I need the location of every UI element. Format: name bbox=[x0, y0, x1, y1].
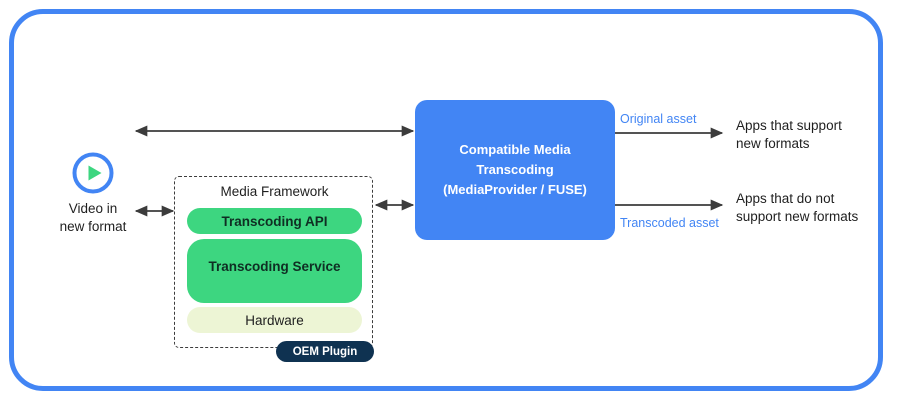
transcoding-api-label: Transcoding API bbox=[221, 213, 328, 229]
hardware-block[interactable]: Hardware bbox=[187, 307, 362, 333]
transcoding-service-label: Transcoding Service bbox=[208, 259, 341, 274]
oem-plugin-badge[interactable]: OEM Plugin bbox=[276, 341, 374, 362]
original-asset-label: Original asset bbox=[620, 112, 697, 126]
transcoding-api-block[interactable]: Transcoding API bbox=[187, 208, 362, 234]
apps-no-support-label: Apps that do not support new formats bbox=[736, 191, 859, 224]
transcoded-asset-label: Transcoded asset bbox=[620, 216, 719, 230]
transcoding-service-block[interactable]: Transcoding Service OEM Plugin bbox=[187, 239, 374, 362]
play-circle-icon bbox=[72, 152, 114, 194]
apps-support-label: Apps that support new formats bbox=[736, 118, 842, 151]
video-source-label: Video in new format bbox=[59, 201, 127, 234]
oem-plugin-label: OEM Plugin bbox=[292, 345, 358, 358]
compatible-media-transcoding-box[interactable]: Compatible Media Transcoding (MediaProvi… bbox=[415, 100, 615, 240]
compatible-media-transcoding-label: Compatible Media Transcoding (MediaProvi… bbox=[443, 142, 587, 197]
hardware-label: Hardware bbox=[245, 312, 304, 328]
media-framework-group: Media Framework Transcoding API Transcod… bbox=[174, 176, 374, 362]
media-framework-title: Media Framework bbox=[220, 184, 329, 199]
